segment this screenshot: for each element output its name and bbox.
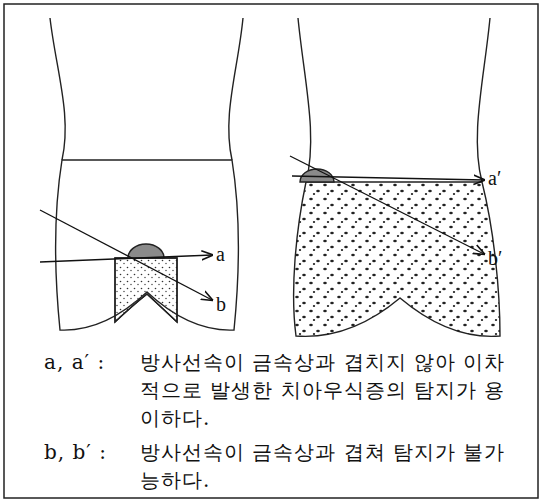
beam-label: a′ (488, 168, 501, 188)
note-text: 방사선속이 금속상과 겹치지 않아 이차적으로 발생한 치아우식증의 탐지가 용… (140, 348, 510, 432)
root-outline (50, 18, 65, 160)
restoration-outline (115, 258, 177, 322)
crown-outline (56, 160, 239, 330)
full-metal-crown (294, 182, 500, 336)
beam-label: a (216, 244, 225, 264)
beam-b (40, 210, 212, 300)
beam-label: b (216, 294, 226, 314)
left-tooth (50, 18, 243, 330)
root-outline (477, 18, 490, 182)
beam-label: b′ (488, 248, 502, 268)
beam-a-prime (292, 176, 484, 180)
note-term: a, a′ : (44, 348, 105, 376)
root-outline (229, 18, 243, 160)
note-text: 방사선속이 금속상과 겹쳐 탐지가 불가능하다. (140, 438, 510, 494)
secondary-caries (128, 244, 164, 258)
x-ray-beams (40, 156, 484, 300)
beam-b-prime (290, 156, 484, 254)
note-term: b, b′ : (44, 438, 107, 466)
metal-restoration (115, 258, 177, 322)
root-outline (298, 18, 311, 182)
beam-a (40, 255, 212, 262)
frame (4, 4, 538, 498)
